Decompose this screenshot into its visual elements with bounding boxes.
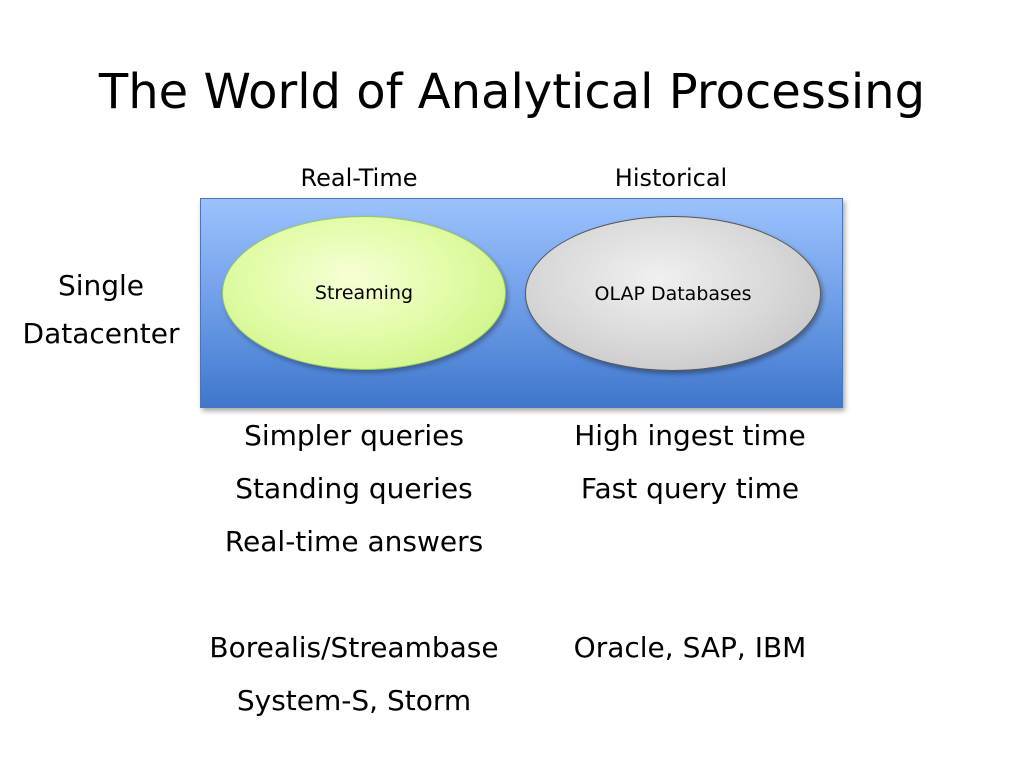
list-item: System-S, Storm (236, 684, 472, 717)
realtime-systems-list: Borealis/Streambase System-S, Storm (184, 621, 524, 727)
historical-systems-list: Oracle, SAP, IBM (520, 621, 860, 674)
slide-title: The World of Analytical Processing (98, 64, 926, 120)
row-label-single-datacenter: Single Datacenter (4, 262, 198, 358)
olap-databases-label: OLAP Databases (594, 282, 752, 305)
olap-databases-oval: OLAP Databases (525, 216, 821, 371)
row-label-line-2: Datacenter (22, 317, 180, 350)
row-label-line-1: Single (57, 269, 145, 302)
list-item: Simpler queries (244, 419, 464, 452)
historical-properties-list: High ingest time Fast query time (520, 409, 860, 515)
list-item: Standing queries (235, 472, 473, 505)
streaming-label: Streaming (314, 282, 414, 304)
streaming-oval: Streaming (222, 216, 506, 370)
list-item: Oracle, SAP, IBM (573, 631, 807, 664)
column-header-historical: Historical (614, 164, 728, 192)
list-item: Real-time answers (224, 525, 484, 558)
list-item: Fast query time (580, 472, 800, 505)
list-item: High ingest time (574, 419, 806, 452)
list-item: Borealis/Streambase (209, 631, 499, 664)
column-header-realtime: Real-Time (300, 164, 418, 192)
realtime-properties-list: Simpler queries Standing queries Real-ti… (184, 409, 524, 568)
